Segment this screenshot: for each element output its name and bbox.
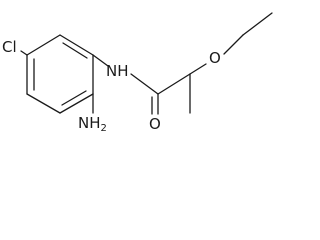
molecule-drawing: Cl NH O O NH2: [2, 12, 273, 134]
amino-nh-text: NH: [78, 114, 101, 132]
amino-label: NH2: [78, 114, 107, 134]
chlorine-label: Cl: [2, 38, 17, 56]
carbonyl-alpha-bond: [157, 73, 191, 95]
benzene-ring: [26, 34, 94, 114]
c-n-bond: [92, 54, 109, 67]
ring-double-bond: [61, 90, 87, 106]
ether-oxygen-label: O: [209, 49, 221, 67]
ring-bond: [59, 93, 94, 114]
ring-bond: [59, 34, 94, 56]
ring-bond: [26, 34, 61, 56]
amide-nh-label: NH: [106, 62, 129, 80]
carbonyl-oxygen-label: O: [149, 115, 161, 133]
amino-subscript: 2: [101, 123, 107, 134]
alpha-o-bond: [189, 63, 207, 75]
structure-diagram: Cl NH O O NH2: [2, 12, 273, 134]
c-cl-bond: [20, 50, 28, 56]
ethyl-bond: [242, 12, 273, 36]
ring-bond: [26, 93, 61, 114]
o-ethyl-bond: [223, 34, 244, 55]
n-carbonyl-bond: [130, 73, 159, 95]
ring-double-bond: [62, 42, 88, 59]
